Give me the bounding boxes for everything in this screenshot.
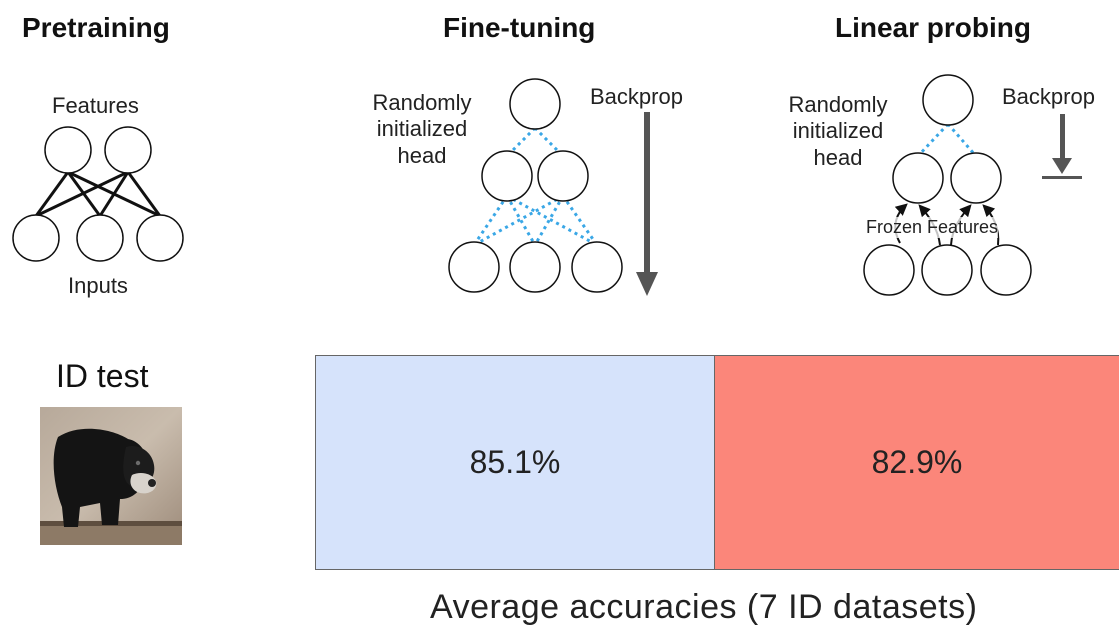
linear-probing-accuracy-bar: 82.9% bbox=[714, 355, 1119, 570]
probing-backprop-label: Backprop bbox=[1002, 84, 1095, 109]
finetuning-backprop-label: Backprop bbox=[590, 84, 683, 109]
bear-photo bbox=[40, 407, 182, 545]
probing-head-line-3: head bbox=[813, 144, 863, 170]
finetuning-head-line-1: Randomly bbox=[372, 90, 472, 115]
finetuning-dotted-edges bbox=[472, 126, 599, 247]
probing-head-line-1: Randomly bbox=[788, 92, 888, 117]
pretraining-input-nodes bbox=[12, 214, 184, 262]
inputs-label: Inputs bbox=[68, 273, 128, 298]
probing-head-label: Randomly initialized head bbox=[772, 92, 904, 171]
features-label: Features bbox=[52, 93, 139, 118]
probing-nodes bbox=[863, 74, 1032, 296]
probing-backprop-stopped-arrow bbox=[1042, 114, 1082, 179]
finetuning-head-line-2: initialized bbox=[376, 116, 468, 142]
pretraining-title: Pretraining bbox=[22, 12, 170, 43]
linear-probing-title: Linear probing bbox=[835, 12, 1031, 43]
pretraining-network bbox=[12, 126, 184, 262]
probing-head-line-2: initialized bbox=[792, 118, 884, 144]
finetuning-nodes bbox=[448, 78, 623, 293]
linear-probing-network bbox=[863, 74, 1082, 296]
finetuning-backprop-arrow bbox=[636, 112, 658, 296]
finetuning-title: Fine-tuning bbox=[443, 12, 596, 43]
probing-dotted-edges bbox=[916, 122, 978, 158]
accuracy-caption: Average accuracies (7 ID datasets) bbox=[430, 588, 978, 626]
pretraining-edges bbox=[34, 170, 162, 218]
pretraining-feature-nodes bbox=[44, 126, 152, 174]
finetuning-network bbox=[448, 78, 658, 296]
finetuning-accuracy-value: 85.1% bbox=[469, 444, 561, 480]
method-diagram bbox=[12, 74, 1082, 296]
linear-probing-accuracy-value: 82.9% bbox=[871, 444, 963, 480]
frozen-features-label: Frozen Features bbox=[866, 217, 999, 238]
finetuning-head-label: Randomly initialized head bbox=[352, 90, 492, 169]
finetuning-accuracy-bar: 85.1% bbox=[315, 355, 715, 570]
id-test-title: ID test bbox=[56, 358, 149, 394]
finetuning-head-line-3: head bbox=[397, 142, 447, 168]
